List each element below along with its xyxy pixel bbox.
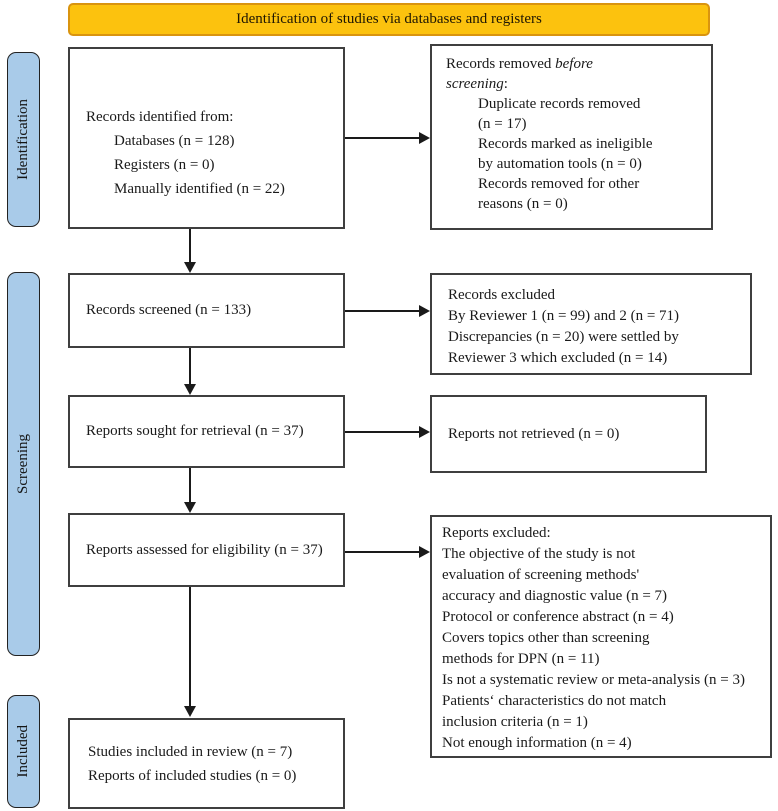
arrow-down-screened-to-sought	[189, 348, 191, 385]
stage-label-included: Included	[15, 725, 31, 778]
arrow-down-assessed-to-included	[189, 587, 191, 707]
text-line: Databases (n = 128)	[114, 133, 235, 149]
stage-label-screening: Screening	[15, 434, 31, 494]
text-line: Not enough information (n = 4)	[442, 735, 632, 751]
text-line: Manually identified (n = 22)	[114, 181, 285, 197]
text-line: Patients‘ characteristics do not match	[442, 693, 667, 709]
box-reports-sought: Reports sought for retrieval (n = 37)	[68, 395, 345, 468]
box-records-screened: Records screened (n = 133)	[68, 273, 345, 348]
text-line: Covers topics other than screening	[442, 630, 650, 646]
text-line: Reviewer 3 which excluded (n = 14)	[448, 350, 668, 366]
banner-title-label: Identification of studies via databases …	[236, 11, 542, 27]
text-line: reasons (n = 0)	[478, 196, 568, 212]
text-line: Reports sought for retrieval (n = 37)	[86, 423, 304, 439]
text-line: by automation tools (n = 0)	[478, 156, 642, 172]
text-line: (n = 17)	[478, 116, 527, 132]
box-reports-excluded: Reports excluded: The objective of the st…	[430, 515, 772, 758]
text-line: inclusion criteria (n = 1)	[442, 714, 588, 730]
text-line: Records marked as ineligible	[478, 136, 653, 152]
arrow-right-identified-to-removed	[345, 137, 420, 139]
banner-title: Identification of studies via databases …	[68, 3, 710, 36]
arrow-right-assessed-to-reports-excluded	[345, 551, 420, 553]
stage-bar-included: Included	[7, 695, 40, 808]
box-records-removed-before-screening: Records removed before screening: Duplicat…	[430, 44, 713, 230]
text-line: Records excluded	[448, 287, 556, 303]
text-line: By Reviewer 1 (n = 99) and 2 (n = 71)	[448, 308, 680, 324]
text-line: Duplicate records removed	[478, 96, 641, 112]
text-line: screening:	[446, 76, 508, 92]
text-line: Records removed for other	[478, 176, 640, 192]
text-line: Reports assessed for eligibility (n = 37…	[86, 541, 323, 558]
arrow-right-sought-to-not-retrieved	[345, 431, 420, 433]
text-line: Discrepancies (n = 20) were settled by	[448, 329, 679, 345]
stage-bar-screening: Screening	[7, 272, 40, 656]
text-line: Reports excluded:	[442, 525, 551, 541]
text-line: Protocol or conference abstract (n = 4)	[442, 609, 674, 625]
box-records-identified: Records identified from: Databases (n = 1…	[68, 47, 345, 229]
arrow-right-screened-to-excluded	[345, 310, 420, 312]
text-line: Reports of included studies (n = 0)	[88, 767, 297, 784]
arrow-down-sought-to-assessed	[189, 468, 191, 503]
text-line: Studies included in review (n = 7)	[88, 743, 293, 760]
text-line: The objective of the study is not	[442, 546, 636, 562]
text-line: Records identified from:	[86, 109, 234, 125]
text-line: accuracy and diagnostic value (n = 7)	[442, 588, 668, 604]
stage-label-identification: Identification	[15, 99, 31, 180]
text-line: methods for DPN (n = 11)	[442, 651, 600, 667]
stage-bar-identification: Identification	[7, 52, 40, 227]
text-line: Reports not retrieved (n = 0)	[448, 425, 620, 442]
box-records-excluded: Records excluded By Reviewer 1 (n = 99) a…	[430, 273, 752, 375]
arrow-down-identified-to-screened	[189, 229, 191, 263]
text-line: Is not a systematic review or meta-analy…	[442, 672, 745, 688]
box-reports-assessed: Reports assessed for eligibility (n = 37…	[68, 513, 345, 587]
box-reports-not-retrieved: Reports not retrieved (n = 0)	[430, 395, 707, 473]
box-studies-included: Studies included in review (n = 7) Report…	[68, 718, 345, 809]
text-line: Registers (n = 0)	[114, 157, 215, 173]
text-line: Records screened (n = 133)	[86, 302, 252, 318]
text-line: evaluation of screening methods'	[442, 567, 640, 583]
text-line: Records removed before	[446, 56, 593, 72]
